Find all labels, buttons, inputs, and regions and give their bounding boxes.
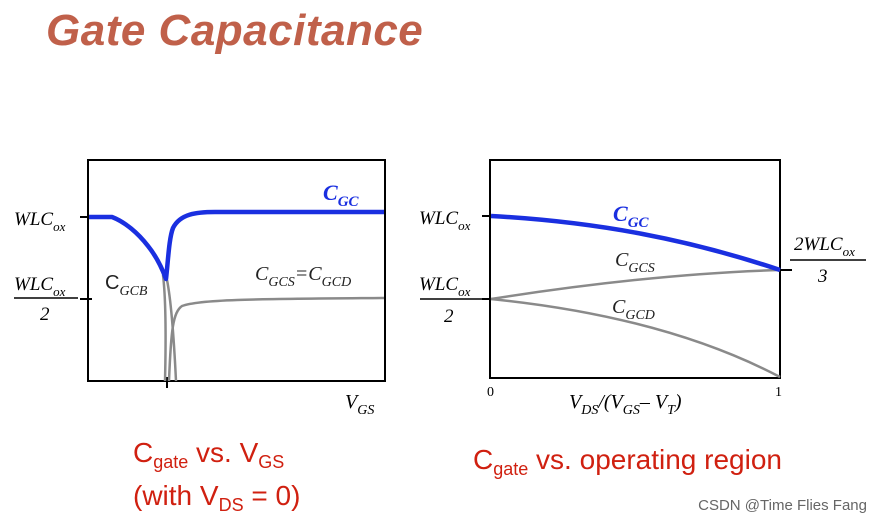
right-cgc-curve (490, 213, 781, 273)
right-x-label: VDS/(VGS– VT) (569, 391, 682, 418)
right-plot: WLCox WLCox 2 2WLCox 3 CGC CGCS CGCD 0 1… (419, 159, 866, 418)
left-cgcb-tail-curve-2 (165, 279, 178, 382)
right-cgcd-curve (490, 297, 781, 379)
left-caption: Cgate vs. VGS (with VDS = 0) (133, 436, 373, 522)
left-plot: WLCox WLCox 2 CGC CGCB CGCS=CGCD VGS (14, 159, 386, 418)
left-cgs-cgd-curve (167, 296, 385, 382)
caption-vs: vs. V (188, 437, 259, 468)
right-caption: Cgate vs. operating region (473, 443, 853, 486)
caption-c: C (473, 444, 494, 475)
right-edge-den: 3 (817, 266, 828, 287)
left-cgc-label: CGC (323, 180, 360, 210)
right-y-top-label: WLCox (419, 208, 471, 233)
right-cgcs-label: CGCS (615, 249, 655, 276)
caption-with: (with V (133, 480, 219, 511)
caption-sub-gate: gate (493, 459, 529, 479)
caption-eq-zero: = 0) (243, 480, 301, 511)
left-y-mid-den: 2 (40, 304, 50, 325)
right-cgc-label: CGC (613, 201, 650, 231)
right-y-mid-den: 2 (444, 306, 454, 327)
watermark: CSDN @Time Flies Fang (698, 497, 867, 514)
left-y-mid-num: WLCox (14, 274, 66, 299)
left-cgcb-tail-curve (161, 274, 167, 382)
right-x-min: 0 (487, 385, 494, 400)
left-cgc-curve (89, 209, 384, 282)
right-y-mid-num: WLCox (419, 274, 471, 299)
left-plot-frame (87, 159, 386, 382)
right-cgcs-curve (490, 268, 781, 301)
left-x-label: VGS (345, 391, 374, 418)
left-caption-line2: (with VDS = 0) (133, 479, 373, 522)
left-cgcb-label: CGCB (105, 272, 148, 299)
caption-sub-ds: DS (218, 495, 244, 515)
caption-operating-region: vs. operating region (528, 444, 782, 475)
slide-title: Gate Capacitance (46, 6, 424, 55)
left-y-top-label: WLCox (14, 209, 66, 234)
caption-sub-gate: gate (153, 452, 189, 472)
left-caption-line1: Cgate vs. VGS (133, 436, 373, 479)
caption-c: C (133, 437, 154, 468)
left-cgs-cgd-label: CGCS=CGCD (255, 263, 351, 290)
right-x-max: 1 (775, 385, 782, 400)
caption-sub-gs: GS (258, 452, 285, 472)
right-cgcd-label: CGCD (612, 296, 655, 323)
right-edge-num: 2WLCox (794, 234, 855, 259)
